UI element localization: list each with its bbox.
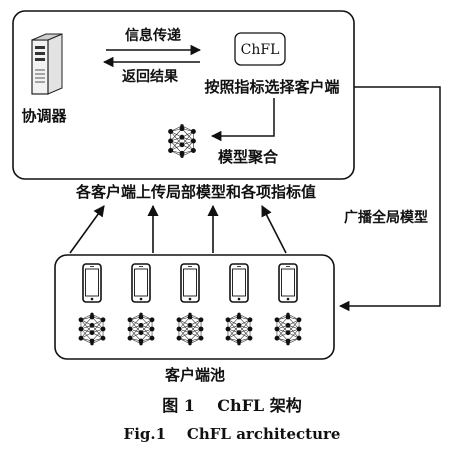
broadcast-arrow [338, 86, 441, 312]
info-transfer-label: 信息传递 [125, 27, 181, 44]
selection-to-aggregation-arrow [210, 98, 275, 142]
caption-english: Fig.1 ChFL architecture [124, 425, 341, 443]
caption-chinese: 图 1 ChFL 架构 [162, 396, 302, 415]
upload-arrow [69, 205, 105, 254]
coordinator-label: 协调器 [21, 107, 67, 125]
smartphone-icon [229, 263, 249, 303]
model-aggregation-label: 模型聚合 [218, 148, 279, 166]
server-icon [31, 33, 63, 95]
chfl-box [234, 32, 286, 66]
upload-arrow [261, 205, 287, 254]
broadcast-label: 广播全局模型 [344, 209, 428, 226]
smartphone-icon [180, 263, 200, 303]
smartphone-icon [82, 263, 102, 303]
select-clients-label: 按照指标选择客户端 [204, 78, 339, 96]
client-pool-panel [54, 254, 335, 360]
client-pool-label: 客户端池 [164, 366, 225, 384]
smartphone-icon [278, 263, 298, 303]
chfl-box-label: ChFL [241, 42, 280, 58]
upload-label: 各客户端上传局部模型和各项指标值 [75, 183, 316, 201]
return-result-label: 返回结果 [122, 68, 179, 85]
smartphone-icon [131, 263, 151, 303]
